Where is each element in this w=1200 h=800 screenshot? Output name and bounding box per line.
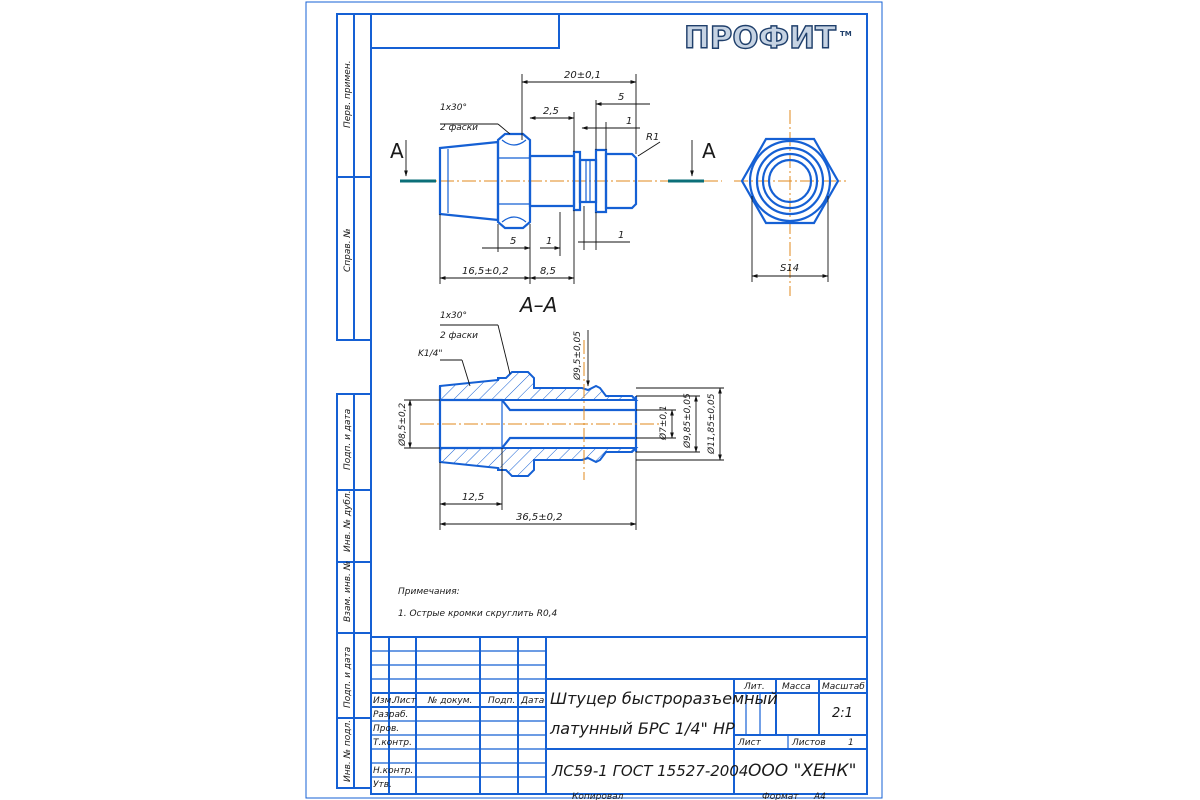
notes: Примечания: 1. Острые кромки скруглить R… — [398, 587, 558, 619]
tb-role-developer: Разраб. — [373, 710, 408, 720]
dim-1-bottom-b: 1 — [618, 230, 624, 241]
dim-s14: S14 — [780, 263, 799, 274]
tb-sheet-label: Лист — [737, 738, 762, 748]
svg-text:TM: TM — [840, 30, 852, 38]
tb-role-norm-control: Н.контр. — [373, 766, 413, 776]
side-label-sign-date-2: Подп. и дата — [343, 647, 353, 708]
chamfer-label-top: 1x30° — [440, 103, 467, 113]
tb-material: ЛС59-1 ГОСТ 15527-2004 — [551, 762, 748, 780]
tb-header-date: Дата — [520, 696, 544, 706]
dim-d8-5: Ø8,5±0,2 — [397, 402, 408, 447]
front-view: А А — [390, 132, 722, 230]
side-label-first-use: Перв. примен. — [343, 60, 353, 128]
section-marker-left: А — [390, 139, 404, 163]
radius-label: R1 — [646, 132, 659, 143]
brand-logo: ПРОФИТ TM — [683, 20, 852, 56]
dim-d11-85: Ø11,85±0,05 — [706, 393, 717, 455]
notes-line-1: 1. Острые кромки скруглить R0,4 — [398, 609, 558, 619]
section-view — [420, 340, 660, 480]
tb-header-sign: Подп. — [488, 696, 515, 706]
dim-d9-5: Ø9,5±0,05 — [572, 331, 583, 381]
front-view-dimensions: 20±0,1 5 2,5 1 1x30° 2 фаски R1 5 1 1 — [439, 70, 661, 284]
tb-header-sheet: Лист — [392, 696, 417, 706]
tb-part-name-2: латунный БРС 1/4" НР — [549, 719, 735, 738]
tb-role-tech-control: Т.контр. — [373, 738, 412, 748]
tb-role-approved: Утв. — [373, 780, 392, 790]
chamfer-note-top: 2 фаски — [440, 123, 478, 133]
dim-8-5: 8,5 — [540, 266, 556, 277]
side-label-sign-date-1: Подп. и дата — [343, 409, 353, 470]
title-block: Изм. Лист № докум. Подп. Дата Разраб. Пр… — [370, 636, 868, 800]
section-marker-right: А — [702, 139, 716, 163]
tb-lit-label: Лит. — [743, 682, 765, 692]
tb-header-change: Изм. — [373, 696, 394, 706]
dim-d9-85: Ø9,85±0,05 — [682, 393, 693, 449]
dim-12-5: 12,5 — [462, 492, 484, 503]
section-dimensions: 1x30° 2 фаски K1/4" Ø9,5±0,05 Ø8,5±0,2 Ø… — [397, 311, 724, 530]
dim-1-bottom-a: 1 — [546, 236, 552, 247]
dim-5-top: 5 — [618, 92, 624, 103]
side-label-dup-inv: Инв. № дубл. — [343, 490, 353, 552]
chamfer-note-section: 2 фаски — [440, 331, 478, 341]
dim-d7: Ø7±0,1 — [658, 405, 669, 441]
dim-2-5: 2,5 — [543, 106, 559, 117]
tb-format-label: Формат — [762, 792, 799, 800]
dim-5-bottom: 5 — [510, 236, 516, 247]
tb-scale-label: Масштаб — [822, 682, 865, 692]
tb-company: ООО "ХЕНК" — [748, 761, 856, 781]
tb-header-docnum: № докум. — [427, 696, 472, 706]
notes-heading: Примечания: — [398, 587, 460, 597]
svg-text:ПРОФИТ: ПРОФИТ — [684, 21, 837, 56]
tb-copied: Копировал — [572, 792, 624, 800]
dim-36-5: 36,5±0,2 — [516, 512, 563, 523]
dim-20: 20±0,1 — [564, 70, 601, 81]
side-label-reference: Справ. № — [343, 228, 353, 272]
side-label-orig-inv: Инв. № подл. — [343, 720, 353, 782]
end-view: S14 — [734, 110, 846, 296]
chamfer-label-section: 1x30° — [440, 311, 467, 321]
tb-role-checker: Пров. — [373, 724, 399, 734]
tb-mass-label: Масса — [782, 682, 811, 692]
section-title: А–А — [518, 293, 557, 317]
tb-sheets-value: 1 — [848, 738, 854, 748]
tb-sheets-label: Листов — [791, 738, 826, 748]
side-label-replace-inv: Взам. инв. № — [343, 561, 353, 622]
thread-label: K1/4" — [418, 349, 443, 359]
dim-1-top: 1 — [626, 116, 632, 127]
dim-16-5: 16,5±0,2 — [462, 266, 509, 277]
side-strip: Перв. примен. Справ. № Подп. и дата Инв.… — [336, 13, 372, 789]
tb-part-name-1: Штуцер быстроразъемный — [550, 689, 778, 708]
tb-format-value: А4 — [813, 792, 826, 800]
tb-scale-value: 2:1 — [832, 706, 853, 721]
